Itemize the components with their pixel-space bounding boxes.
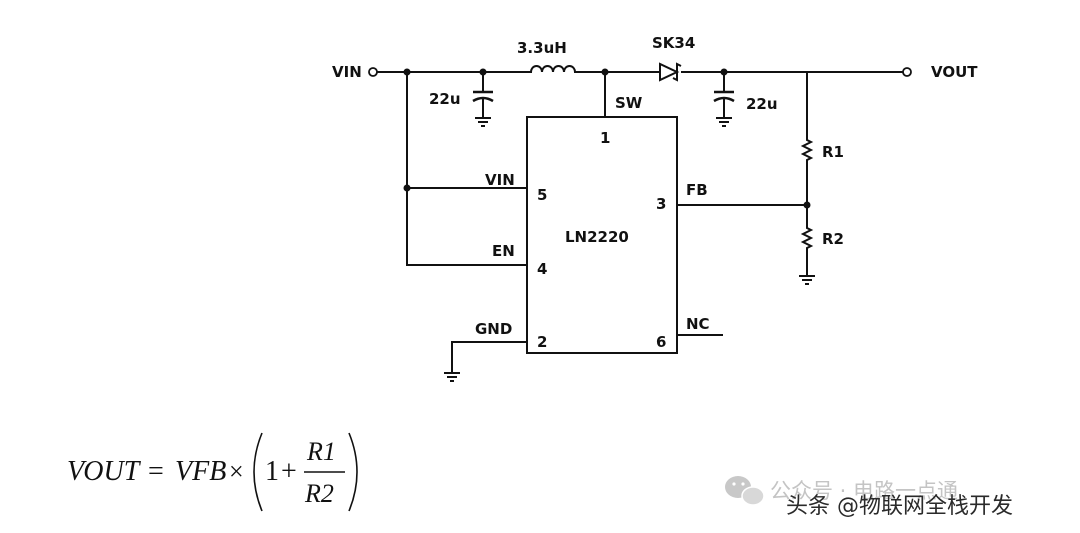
pin-number-5: 5 [537,186,547,204]
formula-left-paren [253,432,263,512]
pin-number-4: 4 [537,260,547,278]
watermark-line2: 头条 @物联网全栈开发 [786,494,1013,519]
cap-in-symbol [472,90,494,103]
pin-number-1: 1 [600,129,610,147]
watermark: 公众号 · 电路一点通 头条 @物联网全栈开发 [725,476,1013,519]
junction-dot [403,68,411,76]
vout-formula: VOUT = VFB × 1 + R1 R2 [67,432,358,512]
chip-name-label: LN2220 [565,228,629,246]
formula-right-paren [348,432,358,512]
pin-number-2: 2 [537,333,547,351]
wechat-icon [725,476,765,506]
formula-times: × [229,457,244,486]
watermark-line1: 公众号 · 电路一点通 [770,479,958,503]
pin-number-6: 6 [656,333,666,351]
inductor-label: 3.3uH [517,39,567,57]
junction-dot [479,68,487,76]
r2-label: R2 [822,230,844,248]
formula-denominator: R2 [304,479,334,508]
pin-number-3: 3 [656,195,666,213]
pin-gnd-label: GND [475,320,512,338]
pin-sw-label: SW [615,94,643,112]
formula-vout: VOUT [67,456,142,487]
pin-vin-label: VIN [485,171,515,189]
ground-symbol-r2 [799,275,815,285]
vout-terminal-circle [902,67,912,77]
vin-terminal-circle [368,67,378,77]
pin-en-label: EN [492,242,515,260]
formula-equals: = [148,456,164,487]
pin-nc-label: NC [686,315,710,333]
r1-label: R1 [822,143,844,161]
diode-symbol [659,62,682,82]
vin-terminal-label: VIN [332,63,362,81]
vout-terminal-label: VOUT [931,63,978,81]
junction-dot [803,201,811,209]
cap-out-symbol [713,90,735,103]
cap-in-label: 22u [429,90,461,108]
formula-plus: + [281,456,297,487]
resistor-r2-symbol [800,225,814,251]
inductor-symbol [530,65,576,73]
wire-gnd [451,341,528,374]
pin-fb-label: FB [686,181,708,199]
resistor-r1-symbol [800,137,814,163]
ground-symbol-cout [716,117,732,127]
ground-symbol-cin [475,117,491,127]
cap-out-label: 22u [746,95,778,113]
junction-dot [601,68,609,76]
ic-body [526,116,678,354]
junction-dot [403,184,411,192]
formula-one: 1 [265,456,279,487]
ground-symbol-ic [444,372,460,382]
diode-label: SK34 [652,34,695,52]
formula-numerator: R1 [306,437,336,466]
junction-dot [720,68,728,76]
formula-vfb: VFB [175,456,226,487]
